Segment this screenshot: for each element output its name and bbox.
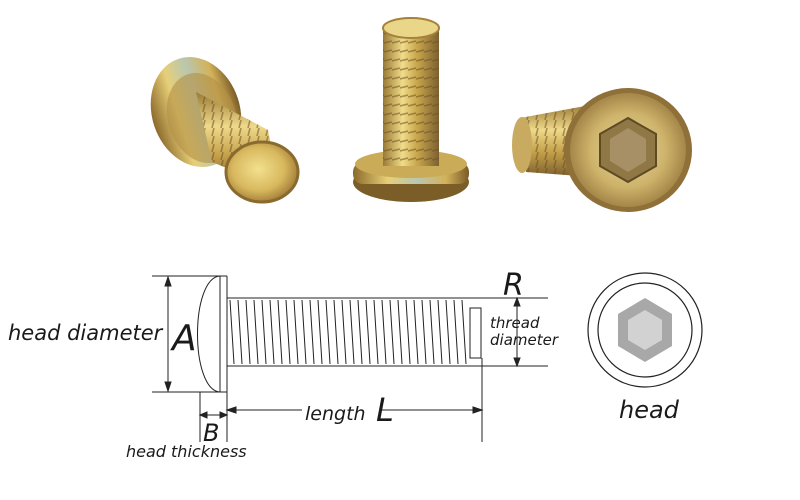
side-view-drawing <box>152 275 548 442</box>
dimension-r-label: R <box>503 268 524 303</box>
screw-center-icon <box>353 17 469 202</box>
thread-lines <box>229 299 467 365</box>
dimension-a-label: A <box>170 318 197 359</box>
screw-left-icon <box>150 57 300 204</box>
dimension-l-label: L <box>376 391 394 429</box>
length-label: length <box>305 403 366 425</box>
thread-diameter-label-line1: thread <box>490 314 540 332</box>
head-view-label: head <box>619 396 680 424</box>
head-diameter-label: head diameter <box>8 321 164 345</box>
head-thickness-label: head thickness <box>126 442 247 461</box>
screw-right-icon <box>512 88 692 212</box>
thread-diameter-label-line2: diameter <box>490 331 559 349</box>
dimension-b-label: B <box>203 419 219 447</box>
head-end-view <box>587 272 703 388</box>
